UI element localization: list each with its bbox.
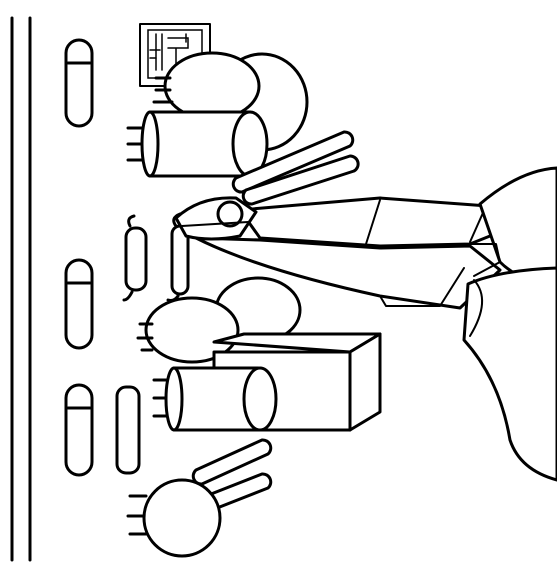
transistor-bottom: [126, 478, 222, 558]
electrolytic-capacitor-bottom: [152, 366, 278, 432]
fuse-top: [64, 38, 94, 128]
board-edge-lines: [10, 16, 32, 562]
ceramic-capacitor-middle: [136, 276, 302, 364]
fuse-middle: [64, 258, 94, 350]
resistor-tall: [115, 385, 141, 475]
electrolytic-capacitor-top: [126, 110, 269, 178]
inductor-component: [122, 212, 190, 302]
fuse-bottom: [64, 383, 94, 477]
glass-diode-bottom: [191, 438, 273, 512]
cutting-pliers-tool: [174, 166, 557, 482]
glass-diode-top: [231, 130, 360, 206]
